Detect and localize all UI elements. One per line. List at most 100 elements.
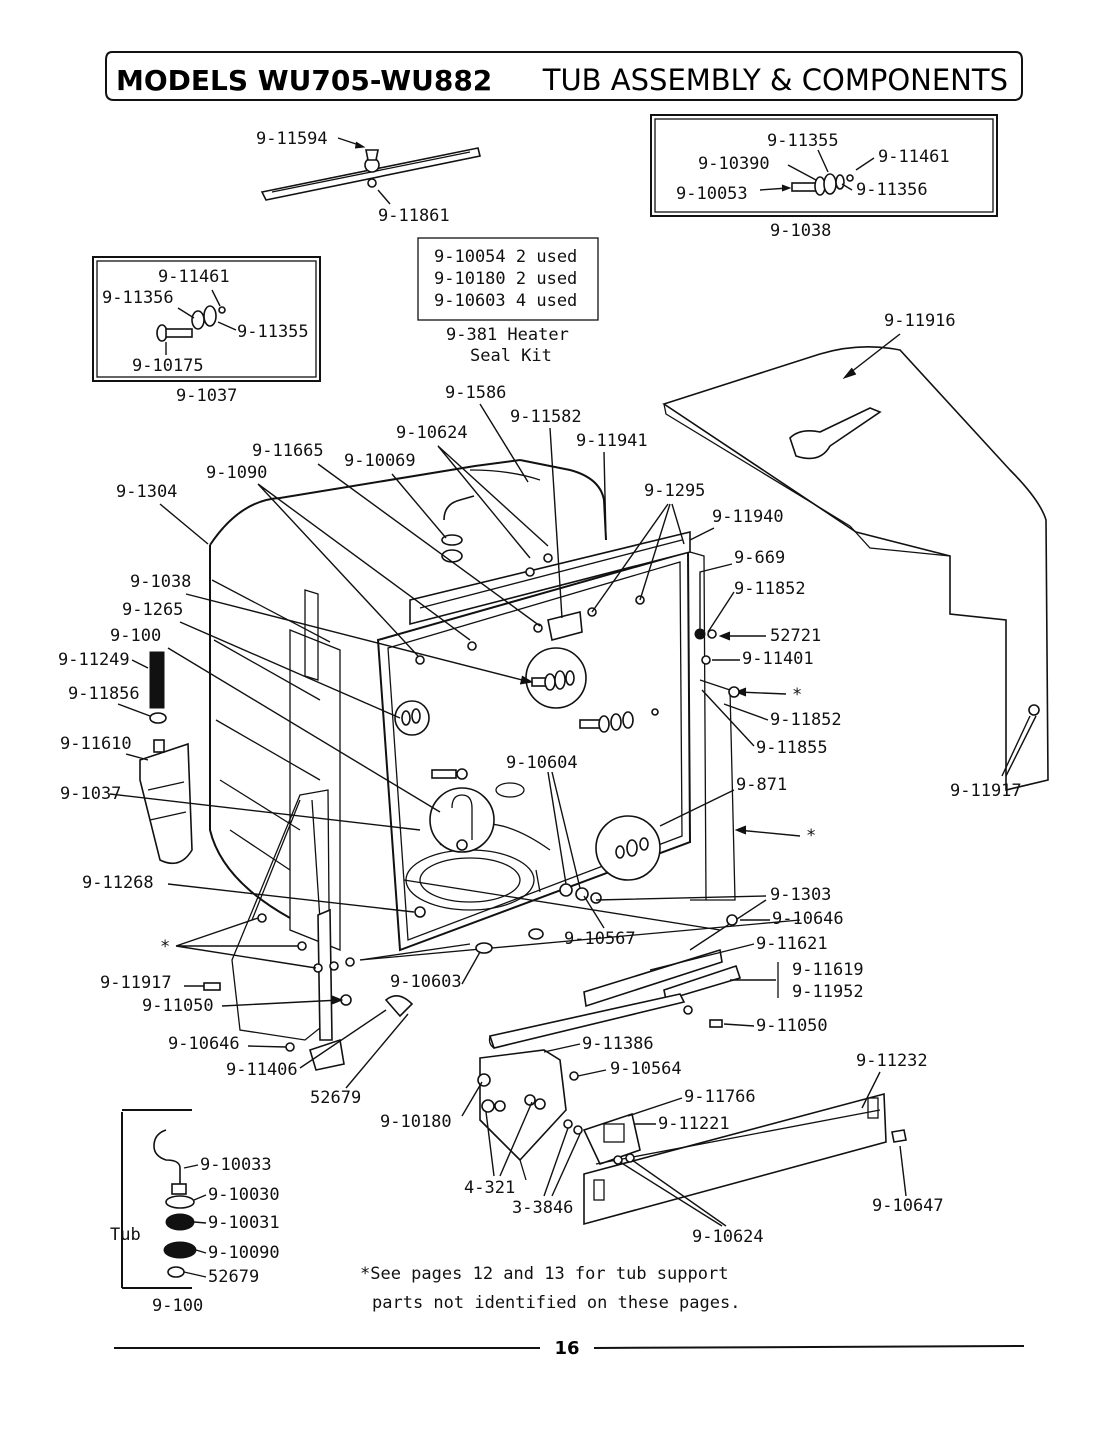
bolt-assembly-icon [156,305,226,342]
kit-9-100: Tub 9-10033 9-10030 9-10031 9-10090 5267… [110,1109,280,1316]
callout: 9-1038 [130,572,191,592]
callout: 9-1586 [445,383,506,403]
kit-caption: 9-381 Heater [446,325,569,345]
footnote-line-1: *See pages 12 and 13 for tub support [360,1264,728,1284]
callout: 9-1037 [60,784,121,804]
callout: 9-11941 [576,431,648,451]
callout: 9-10567 [564,929,636,949]
callout: 9-100 [110,626,161,646]
callout: 9-11917 [950,781,1022,801]
callout: 9-11406 [226,1060,298,1080]
callout: 9-10564 [610,1059,682,1079]
callout: 9-10604 [506,753,578,773]
callout: 9-10031 [208,1213,280,1233]
page-number: 16 [554,1338,579,1359]
kit-heater-seal: 9-10054 2 used 9-10180 2 used 9-10603 4 … [417,237,599,366]
callout: 9-11594 [256,129,328,149]
callouts: 9-11916 9-1586 9-11582 9-10624 9-11941 9… [58,311,1037,1247]
callout: 9-11461 [158,267,230,287]
callout: 9-11917 [100,973,172,993]
callout: 9-11461 [878,147,950,167]
callout: 9-10624 [396,423,468,443]
page-title: TUB ASSEMBLY & COMPONENTS [542,63,1008,97]
spray-arm-icon [260,147,481,201]
callout: 4-321 [464,1178,515,1198]
tub-support-frame [203,789,471,1071]
kit-line: 9-10054 2 used [434,247,577,267]
callout: 9-10646 [772,909,844,929]
callout: 9-10390 [698,154,770,174]
callout: 9-1295 [644,481,705,501]
callout: 9-11852 [770,710,842,730]
outer-tub-panel [209,459,521,951]
callout: 3-3846 [512,1198,573,1218]
callout: * [160,937,170,957]
callout: 9-11766 [684,1087,756,1107]
kit-title: 9-1037 [176,386,237,406]
callout: 9-11619 [792,960,864,980]
callout: 9-11855 [756,738,828,758]
callout: 9-11356 [102,288,174,308]
callout: 9-1265 [122,600,183,620]
callout: 9-10053 [676,184,748,204]
callout: 9-10647 [872,1196,944,1216]
callout: 9-669 [734,548,785,568]
kit-9-1037: 9-11461 9-11356 9-11355 9-10175 9-1037 [92,256,321,406]
callout: 9-10603 [390,972,462,992]
models-heading: MODELS WU705-WU882 [116,64,492,97]
callout: 9-10646 [168,1034,240,1054]
kit-9-1038: 9-11355 9-10390 9-11461 9-10053 9-11356 … [650,114,998,241]
callout: 9-11355 [237,322,309,342]
callout: 9-1303 [770,885,831,905]
callout: 52679 [208,1267,259,1287]
callout: 9-10180 [380,1112,452,1132]
callout: 9-10624 [692,1227,764,1247]
callout: 9-11952 [792,982,864,1002]
callout: 9-10090 [208,1243,280,1263]
footnote-line-2: parts not identified on these pages. [372,1293,740,1313]
bolt-assembly-icon [791,173,854,196]
callout: * [792,685,802,705]
callout: 9-11232 [856,1051,928,1071]
heater-bracket [477,1049,583,1181]
callout: 9-11861 [378,206,450,226]
water-inlet-icon [441,495,475,563]
callout: 9-11582 [510,407,582,427]
tub-label: Tub [110,1225,141,1245]
callout: 9-11401 [742,649,814,669]
callout: 9-11050 [756,1016,828,1036]
callout: 9-10069 [344,451,416,471]
callout: 9-11621 [756,934,828,954]
tub-frame [359,459,801,961]
detail-circle-9-1038 [525,647,587,709]
bottom-rails [488,948,742,1049]
kit-title: 9-100 [152,1296,203,1316]
kit-line: 9-10603 4 used [434,291,577,311]
kick-plate [582,1092,907,1226]
callout: 9-10033 [200,1155,272,1175]
detail-circle-9-1037 [595,815,661,881]
callout: 9-11050 [142,996,214,1016]
callout: 52679 [310,1088,361,1108]
heater-bolt-icon [431,708,659,780]
kit-line: 9-10180 2 used [434,269,577,289]
callout: 9-11916 [884,311,956,331]
callout: 9-11249 [58,650,130,670]
callout: 9-11386 [582,1034,654,1054]
callout: 9-11356 [856,180,928,200]
footer: 16 [114,1338,1025,1359]
callout: 9-871 [736,775,787,795]
callout: 9-10030 [208,1185,280,1205]
kit-title: 9-1038 [770,221,831,241]
callout: 9-1304 [116,482,177,502]
callout: * [806,826,816,846]
header: MODELS WU705-WU882 TUB ASSEMBLY & COMPON… [105,51,1023,101]
callout: 9-11665 [252,441,324,461]
insulation-blanket [662,346,1049,792]
callout: 9-10175 [132,356,204,376]
callout: 9-11856 [68,684,140,704]
callout: 52721 [770,626,821,646]
callout: 9-11852 [734,579,806,599]
callout: 9-11940 [712,507,784,527]
